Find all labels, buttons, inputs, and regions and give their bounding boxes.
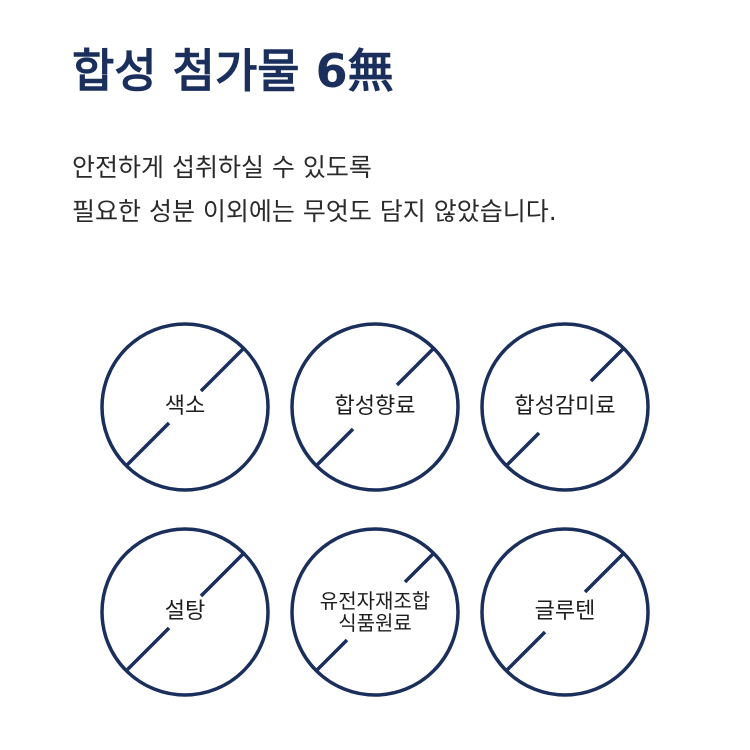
- description-line-1: 안전하게 섭취하실 수 있도록: [72, 153, 372, 182]
- additive-item-gmo: 유전자재조합 식품원료: [289, 526, 461, 698]
- prohibited-circle-icon: [480, 322, 650, 492]
- prohibited-circle-icon: [100, 527, 270, 697]
- additive-label: 설탕: [164, 599, 206, 624]
- additive-label: 글루텐: [534, 599, 596, 624]
- prohibited-circle-icon: [290, 322, 460, 492]
- additive-label: 색소: [164, 394, 206, 419]
- additive-label: 유전자재조합 식품원료: [319, 589, 431, 635]
- description: 안전하게 섭취하실 수 있도록 필요한 성분 이외에는 무엇도 담지 않았습니다…: [72, 146, 557, 234]
- prohibited-circle-icon: [100, 322, 270, 492]
- additive-label: 합성감미료: [514, 394, 616, 419]
- additive-item-sugar: 설탕: [99, 526, 271, 698]
- additive-item-gluten: 글루텐: [479, 526, 651, 698]
- additive-item-synthetic-flavor: 합성향료: [289, 321, 461, 493]
- prohibited-circle-icon: [290, 527, 460, 697]
- prohibited-circle-icon: [480, 527, 650, 697]
- description-line-2: 필요한 성분 이외에는 무엇도 담지 않았습니다.: [72, 197, 557, 226]
- additive-item-colorant: 색소: [99, 321, 271, 493]
- page-title: 합성 첨가물 6無: [72, 44, 394, 98]
- additive-free-grid: 색소 합성향료 합성감미료: [99, 321, 651, 741]
- additive-item-synthetic-sweetener: 합성감미료: [479, 321, 651, 493]
- additive-label: 합성향료: [334, 394, 416, 419]
